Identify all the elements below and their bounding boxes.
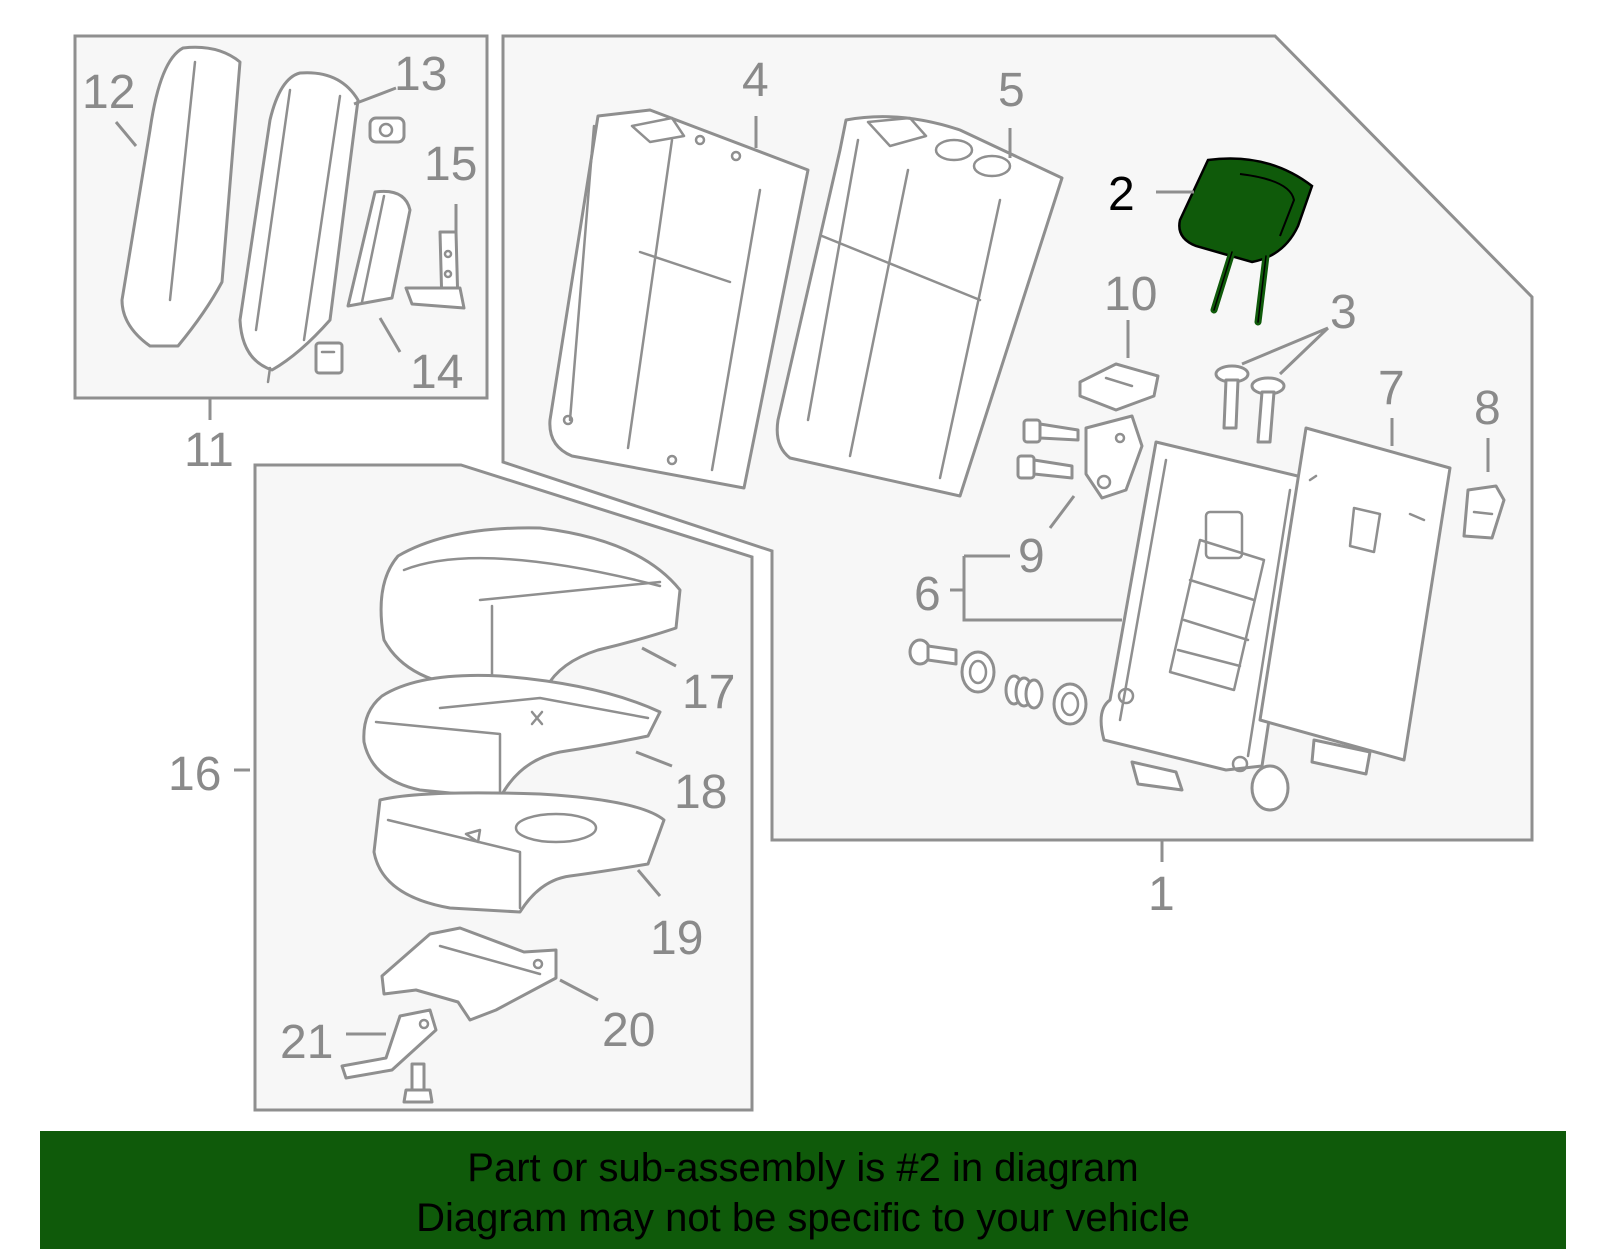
part-21-seat-belt-bracket[interactable] (340, 1008, 438, 1080)
callout-5: 5 (998, 64, 1025, 117)
part-hardware-ring[interactable] (1250, 764, 1290, 812)
callout-18: 18 (674, 766, 727, 819)
part-bolt-upper[interactable] (1022, 418, 1080, 444)
callout-15: 15 (424, 138, 477, 191)
part-10-latch-cover[interactable] (1078, 362, 1160, 412)
part-17-seat-cushion-cover[interactable] (379, 526, 682, 690)
part-12-armrest-cover[interactable] (120, 45, 242, 348)
callout-10: 10 (1104, 268, 1157, 321)
part-21-bolt[interactable] (402, 1062, 434, 1104)
part-hardware-spring[interactable] (1004, 674, 1044, 710)
footer-banner: Part or sub-assembly is #2 in diagram Di… (40, 1131, 1566, 1249)
part-hardware-washer-2[interactable] (1052, 682, 1088, 726)
callout-16: 16 (168, 748, 221, 801)
part-hardware-bolt[interactable] (908, 638, 958, 666)
part-6-seatback-frame[interactable] (1099, 440, 1308, 773)
part-15-armrest-bracket[interactable] (404, 230, 466, 310)
part-13-armrest-pad[interactable] (238, 71, 360, 384)
part-9-latch-assembly[interactable] (1084, 414, 1144, 500)
part-bolt-lower[interactable] (1016, 454, 1074, 480)
part-hardware-bracket-left[interactable] (1130, 760, 1184, 792)
part-4-seatback-cover-left[interactable] (548, 108, 810, 490)
callout-13: 13 (394, 48, 447, 101)
callout-21: 21 (280, 1016, 333, 1069)
footer-line-disclaimer: Diagram may not be specific to your vehi… (416, 1196, 1190, 1240)
footer-line-part-info: Part or sub-assembly is #2 in diagram (467, 1146, 1139, 1190)
callout-19: 19 (650, 912, 703, 965)
part-3-headrest-guide-right[interactable] (1250, 376, 1286, 444)
part-3-headrest-guide-left[interactable] (1214, 364, 1250, 430)
callout-8: 8 (1474, 382, 1501, 435)
part-8-release-handle[interactable] (1462, 484, 1506, 540)
part-5-seatback-cover-right[interactable] (775, 115, 1064, 498)
callout-1: 1 (1148, 868, 1175, 921)
part-19-seat-cushion-frame[interactable] (372, 791, 666, 914)
callout-6: 6 (914, 568, 941, 621)
callout-7: 7 (1378, 362, 1405, 415)
part-18-seat-cushion-pad[interactable] (362, 673, 662, 800)
part-14-armrest-hinge[interactable] (346, 189, 412, 308)
callout-20: 20 (602, 1004, 655, 1057)
callout-9: 9 (1018, 530, 1045, 583)
part-hardware-washer-1[interactable] (960, 650, 996, 694)
callout-11: 11 (184, 424, 234, 477)
callout-4: 4 (742, 54, 769, 107)
part-20-seat-mounting-bracket[interactable] (380, 926, 558, 1022)
callout-17: 17 (682, 666, 735, 719)
part-armrest-small-clip[interactable] (314, 341, 344, 375)
callout-14: 14 (410, 346, 463, 399)
callout-12: 12 (82, 66, 135, 119)
part-7-seatback-panel[interactable] (1258, 426, 1452, 762)
callout-3: 3 (1330, 286, 1357, 339)
part-2-headrest[interactable] (1178, 157, 1314, 326)
part-13-clip[interactable] (368, 116, 406, 144)
part-hardware-bracket-right[interactable] (1310, 738, 1372, 776)
callout-2[interactable]: 2 (1108, 168, 1135, 221)
